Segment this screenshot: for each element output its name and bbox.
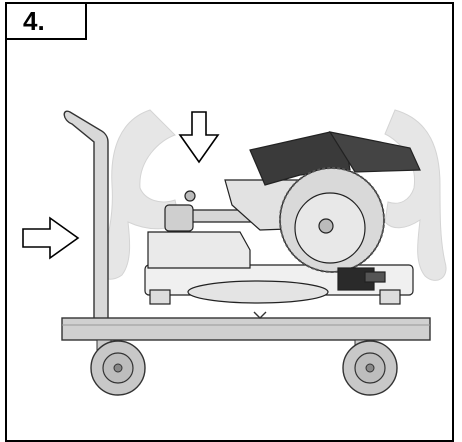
step-label: 4. [23, 5, 45, 36]
cart-wheel-right [342, 339, 398, 396]
step-number: 4. [5, 2, 87, 40]
chevron-down-icon [253, 311, 267, 319]
arrow-down-icon [178, 111, 220, 164]
miter-saw [144, 131, 421, 305]
cart-wheel-left [90, 339, 146, 396]
arrow-right-icon [22, 216, 80, 260]
illustration [22, 109, 447, 396]
cart-handle [63, 110, 109, 323]
cart-deck [61, 317, 431, 341]
hand-icon [98, 109, 447, 281]
